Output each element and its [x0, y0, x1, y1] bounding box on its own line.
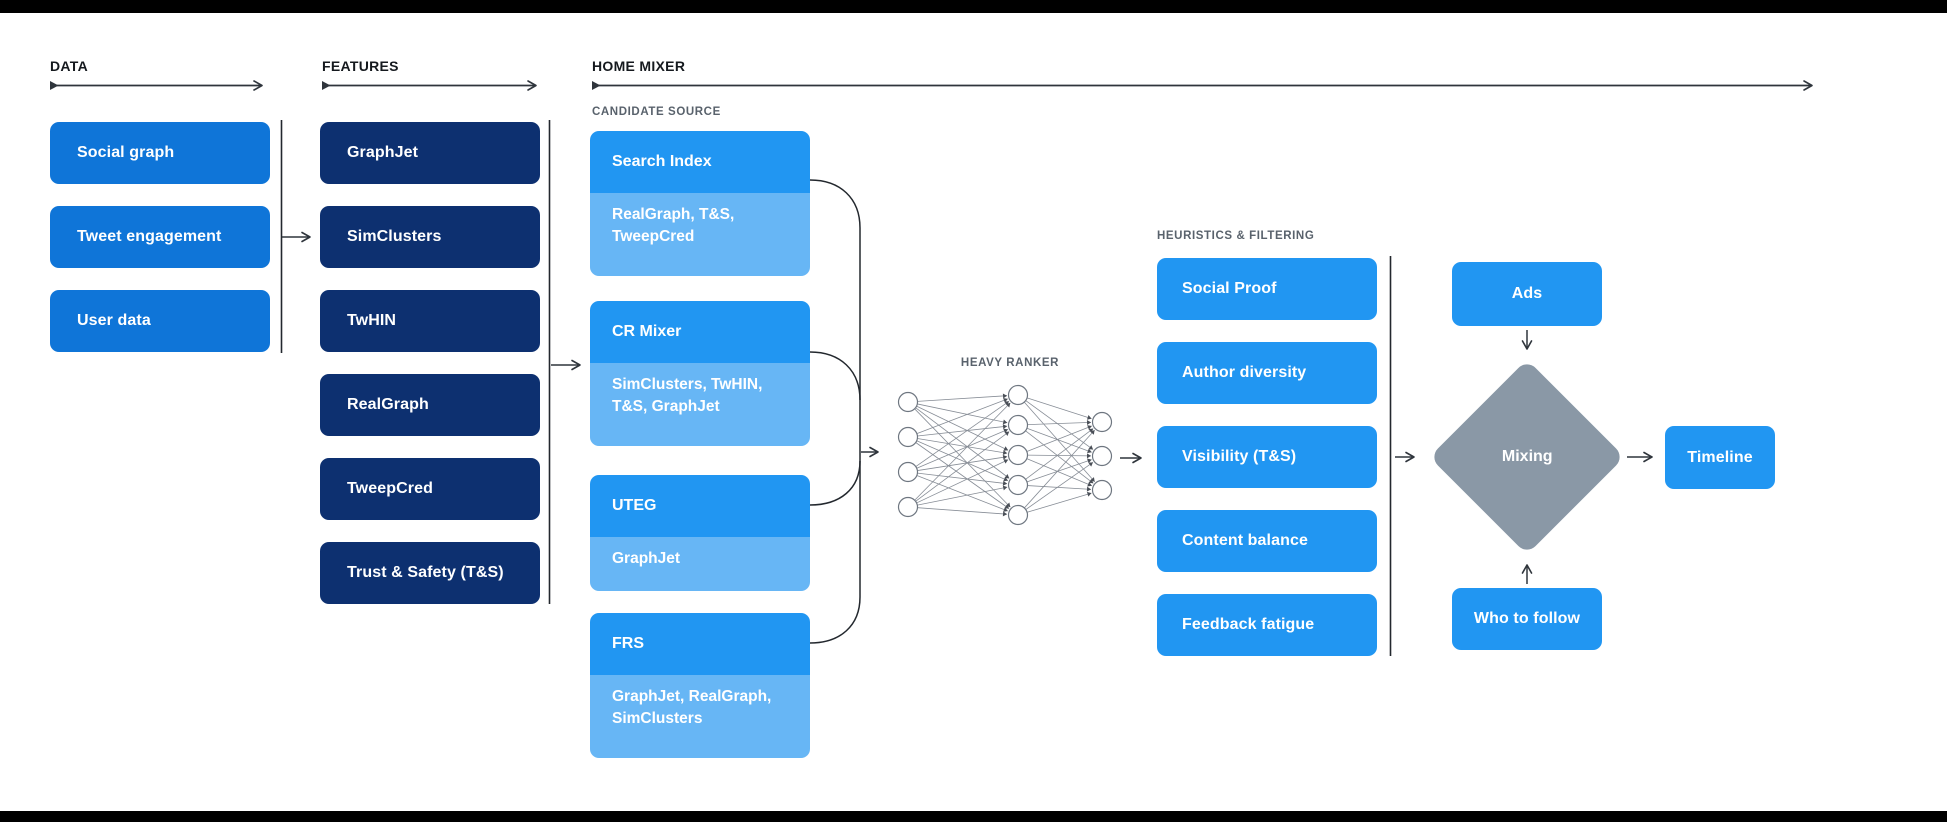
uteg-connector: [809, 460, 861, 506]
heavy-ranker-network: [897, 384, 1113, 526]
box-label: Mixing: [1501, 447, 1553, 465]
candidate-title: Search Index: [590, 131, 810, 193]
feature-box-twhin: TwHIN: [320, 290, 540, 352]
box-label: User data: [77, 312, 151, 329]
box-label: Timeline: [1687, 448, 1753, 466]
label-candidate-source: CANDIDATE SOURCE: [592, 106, 721, 118]
feature-box-simclusters: SimClusters: [320, 206, 540, 268]
candidate-sources: RealGraph, T&S, TweepCred: [590, 193, 810, 276]
candidate-box-cr-mixer: CR Mixer SimClusters, TwHIN, T&S, GraphJ…: [590, 301, 810, 446]
box-label: SimClusters: [347, 228, 442, 245]
feature-box-trust-safety: Trust & Safety (T&S): [320, 542, 540, 604]
heuristic-box-feedback-fatigue: Feedback fatigue: [1157, 594, 1377, 656]
ads-box: Ads: [1452, 262, 1602, 326]
heuristic-box-content-balance: Content balance: [1157, 510, 1377, 572]
section-label-features: FEATURES: [322, 58, 399, 74]
box-label: RealGraph: [347, 396, 429, 413]
section-label-home-mixer: HOME MIXER: [592, 58, 686, 74]
candidate-title: UTEG: [590, 475, 810, 537]
feature-box-tweepcred: TweepCred: [320, 458, 540, 520]
candidate-title: CR Mixer: [590, 301, 810, 363]
candidate-sources: GraphJet: [590, 537, 810, 591]
candidate-box-frs: FRS GraphJet, RealGraph, SimClusters: [590, 613, 810, 758]
top-letterbox-bar: [0, 0, 1947, 13]
box-label: Social graph: [77, 144, 175, 161]
box-label: Author diversity: [1182, 364, 1307, 381]
box-label: Content balance: [1182, 532, 1308, 549]
box-label: GraphJet: [347, 144, 419, 161]
box-label: Trust & Safety (T&S): [347, 564, 504, 581]
box-label: Feedback fatigue: [1182, 616, 1315, 633]
cr-mixer-connector: [809, 351, 861, 401]
candidate-sources: SimClusters, TwHIN, T&S, GraphJet: [590, 363, 810, 446]
box-label: Visibility (T&S): [1182, 448, 1297, 465]
label-heavy-ranker: HEAVY RANKER: [960, 357, 1060, 369]
candidate-title: FRS: [590, 613, 810, 675]
box-label: TweepCred: [347, 480, 433, 497]
feature-box-realgraph: RealGraph: [320, 374, 540, 436]
box-label: Tweet engagement: [77, 228, 222, 245]
mixing-diamond: Mixing: [1429, 359, 1625, 555]
box-label: Who to follow: [1473, 610, 1581, 627]
heuristic-box-author-diversity: Author diversity: [1157, 342, 1377, 404]
data-box-user-data: User data: [50, 290, 270, 352]
heuristic-box-social-proof: Social Proof: [1157, 258, 1377, 320]
candidate-sources: GraphJet, RealGraph, SimClusters: [590, 675, 810, 758]
box-label: Social Proof: [1182, 280, 1277, 297]
heuristic-box-visibility: Visibility (T&S): [1157, 426, 1377, 488]
label-heuristics-filtering: HEURISTICS & FILTERING: [1157, 230, 1315, 242]
data-box-social-graph: Social graph: [50, 122, 270, 184]
data-box-tweet-engagement: Tweet engagement: [50, 206, 270, 268]
feature-box-graphjet: GraphJet: [320, 122, 540, 184]
section-label-data: DATA: [50, 58, 89, 74]
search-index-connector: [809, 179, 861, 229]
candidate-box-search-index: Search Index RealGraph, T&S, TweepCred: [590, 131, 810, 276]
box-label: TwHIN: [347, 312, 397, 329]
bottom-letterbox-bar: [0, 811, 1947, 822]
timeline-box: Timeline: [1665, 426, 1775, 489]
candidate-box-uteg: UTEG GraphJet: [590, 475, 810, 591]
who-to-follow-box: Who to follow: [1452, 588, 1602, 650]
box-label: Ads: [1511, 285, 1543, 302]
frs-connector: [809, 596, 861, 644]
